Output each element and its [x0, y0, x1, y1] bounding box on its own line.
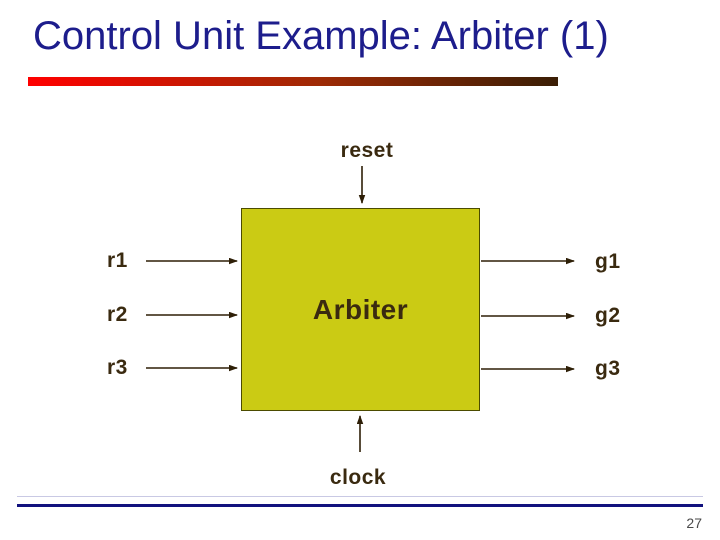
footer-divider-light [17, 496, 703, 497]
clock-label: clock [329, 466, 387, 489]
output-label-g1: g1 [595, 250, 621, 273]
arbiter-block: Arbiter [241, 208, 480, 411]
footer-divider [17, 504, 703, 507]
output-label-g2: g2 [595, 304, 621, 327]
output-label-g3: g3 [595, 357, 621, 380]
title-underline-bar [28, 77, 558, 86]
input-label-r1: r1 [107, 249, 128, 272]
arbiter-block-label: Arbiter [312, 293, 409, 325]
input-label-r3: r3 [107, 356, 128, 379]
slide-title: Control Unit Example: Arbiter (1) [33, 14, 609, 58]
input-label-r2: r2 [107, 303, 128, 326]
page-number: 27 [686, 515, 702, 531]
reset-label: reset [340, 139, 394, 162]
